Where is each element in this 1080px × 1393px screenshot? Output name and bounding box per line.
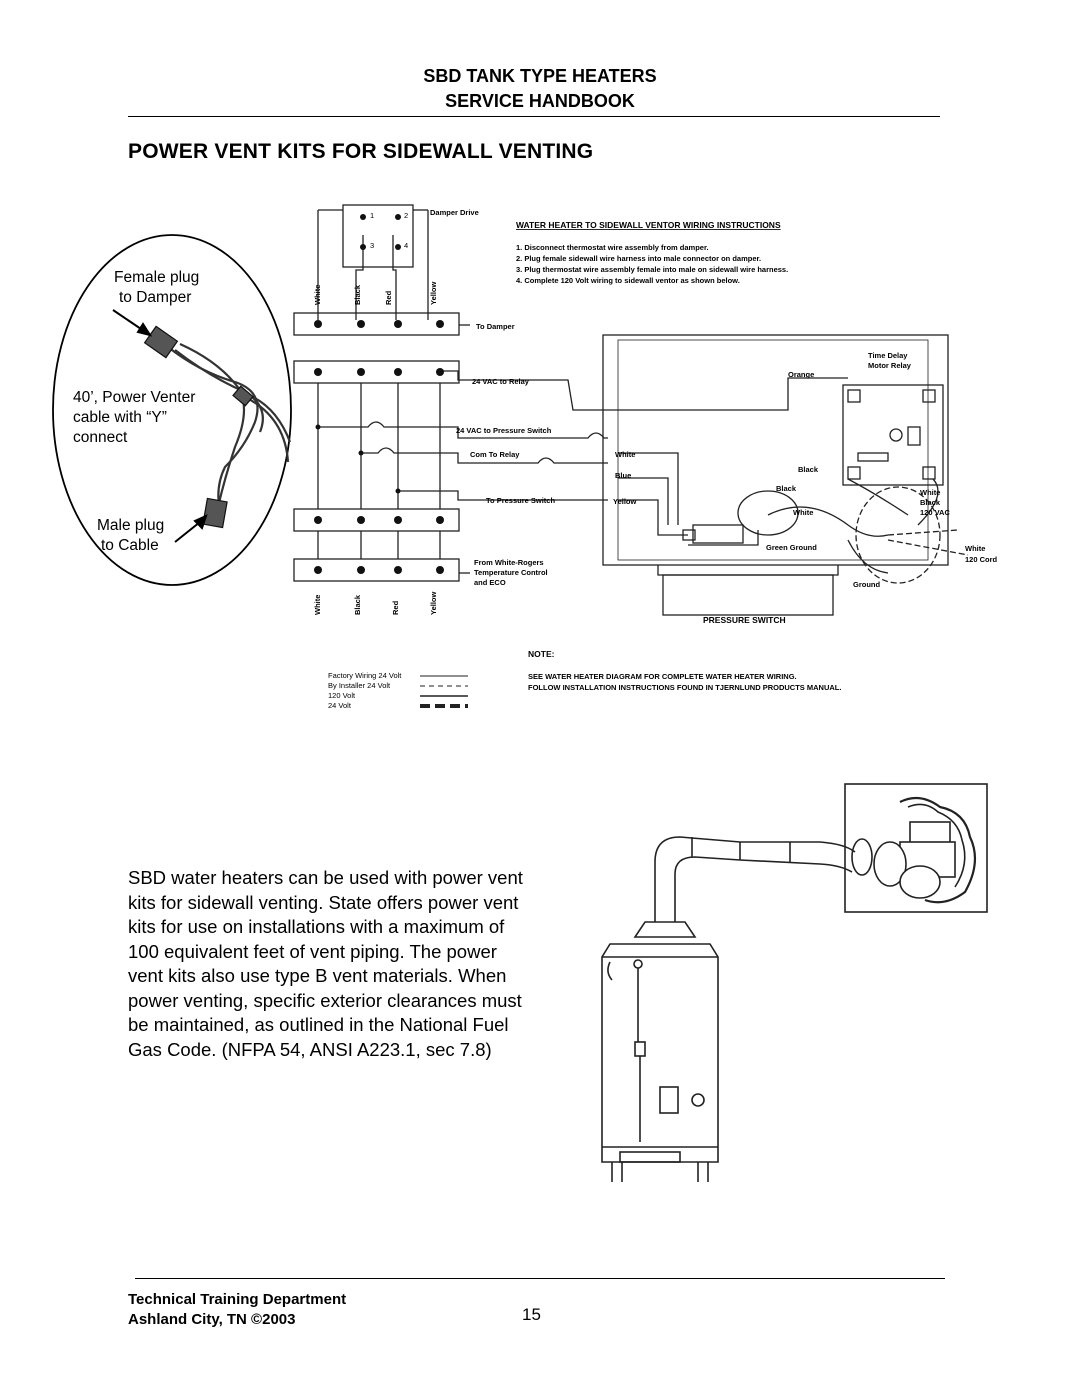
- legend-24v: 24 Volt: [328, 701, 352, 710]
- body-line: be maintained, as outlined in the Nation…: [128, 1014, 509, 1035]
- note-line-1: SEE WATER HEATER DIAGRAM FOR COMPLETE WA…: [528, 672, 797, 681]
- damper-drive-label: Damper Drive: [430, 208, 479, 217]
- body-line: SBD water heaters can be used with power…: [128, 867, 523, 888]
- body-paragraph: SBD water heaters can be used with power…: [128, 866, 578, 1062]
- pressure-switch-label: PRESSURE SWITCH: [703, 615, 786, 625]
- footer-department: Technical Training Department: [128, 1291, 347, 1308]
- from-wr-label-1: From White-Rogers: [474, 558, 544, 567]
- arrow-to-male-plug: [174, 521, 201, 543]
- com-relay-label: Com To Relay: [470, 450, 520, 459]
- black-wire-label-2: Black: [776, 484, 797, 493]
- wiring-diagram: 1 2 3 4 Damper Drive WATER HEATER TO SID…: [293, 204, 998, 710]
- white-black-label-2: Black: [920, 498, 941, 507]
- terminal-4-label: 4: [404, 241, 408, 250]
- body-line: power venting, specific exterior clearan…: [128, 989, 522, 1011]
- cable-label-1: 40’, Power Venter: [73, 389, 196, 406]
- from-wr-label-3: and ECO: [474, 578, 506, 587]
- white-black-label-1: White: [920, 488, 940, 497]
- doc-header-line1: SBD TANK TYPE HEATERS: [423, 66, 657, 86]
- vac-pressure-label: 24 VAC to Pressure Switch: [456, 426, 552, 435]
- legend-factory-24v: Factory Wiring 24 Volt: [328, 671, 402, 680]
- yellow-wire-label: Yellow: [613, 497, 637, 506]
- white-cord-label-2: 120 Cord: [965, 555, 998, 564]
- ground-label: Ground: [853, 580, 880, 589]
- to-pressure-label: To Pressure Switch: [486, 496, 555, 505]
- terminal-3-label: 3: [370, 241, 374, 250]
- instruction-step-1: 1. Disconnect thermostat wire assembly f…: [516, 243, 709, 252]
- blue-wire-label: Blue: [615, 471, 631, 480]
- damper-drive-box: [342, 204, 414, 268]
- terminal-2-label: 2: [404, 211, 408, 220]
- footer-rule: [135, 1278, 945, 1279]
- body-line: kits for use on installations with a max…: [128, 916, 505, 937]
- instruction-step-3: 3. Plug thermostat wire assembly female …: [516, 265, 788, 274]
- instruction-step-2: 2. Plug female sidewall wire harness int…: [516, 254, 761, 263]
- note-label: NOTE:: [528, 649, 555, 659]
- from-wr-label-2: Temperature Control: [474, 568, 548, 577]
- arrow-to-female-plug: [112, 309, 145, 332]
- orange-wire-label: Orange: [788, 370, 814, 379]
- to-damper-label: To Damper: [476, 322, 515, 331]
- body-line: Gas Code. (NFPA 54, ANSI A223.1, sec 7.8…: [128, 1038, 492, 1060]
- white-wire-label: White: [615, 450, 635, 459]
- terminal-1-label: 1: [370, 211, 374, 220]
- wire-label-yellow: Yellow: [429, 281, 438, 305]
- black-wire-label: Black: [798, 465, 819, 474]
- doc-header-line2: SERVICE HANDBOOK: [445, 91, 635, 111]
- wire-label-white: White: [313, 285, 322, 305]
- white-cord-label-1: White: [965, 544, 985, 553]
- instruction-step-4: 4. Complete 120 Volt wiring to sidewall …: [516, 276, 740, 285]
- page-title: POWER VENT KITS FOR SIDEWALL VENTING: [128, 140, 594, 163]
- vac120-label: 120 VAC: [920, 508, 950, 517]
- connector-strip-4: [293, 558, 460, 582]
- white-wire-label-2: White: [793, 508, 813, 517]
- header-rule: [128, 116, 940, 117]
- green-ground-label: Green Ground: [766, 543, 817, 552]
- female-plug-label-2: to Damper: [119, 289, 192, 306]
- cable-callout-ellipse: [52, 234, 292, 586]
- time-delay-label-1: Time Delay: [868, 351, 908, 360]
- female-plug-label-1: Female plug: [114, 269, 200, 286]
- body-line: 100 equivalent feet of vent piping. The …: [128, 940, 497, 962]
- connector-strip-2: [293, 360, 460, 384]
- wire-label-black-bottom: Black: [353, 594, 362, 615]
- cable-label-2: cable with “Y”: [73, 409, 167, 426]
- note-line-2: FOLLOW INSTALLATION INSTRUCTIONS FOUND I…: [528, 683, 841, 692]
- page-number: 15: [522, 1305, 541, 1324]
- instructions-title: WATER HEATER TO SIDEWALL VENTOR WIRING I…: [516, 220, 781, 230]
- body-line: kits for sidewall venting. State offers …: [128, 891, 519, 913]
- legend-installer-24v: By Installer 24 Volt: [328, 681, 391, 690]
- connector-strip-3: [293, 508, 460, 532]
- wire-label-red: Red: [384, 290, 393, 305]
- male-plug-label-2: to Cable: [101, 537, 159, 554]
- time-delay-label-2: Motor Relay: [868, 361, 912, 370]
- male-plug-label-1: Male plug: [97, 517, 165, 534]
- vac-relay-label: 24 VAC to Relay: [472, 377, 530, 386]
- footer-location: Ashland City, TN ©2003: [128, 1311, 296, 1328]
- wire-label-white-bottom: White: [313, 595, 322, 615]
- male-plug-icon: [202, 497, 228, 529]
- wire-label-yellow-bottom: Yellow: [429, 591, 438, 615]
- female-plug-icon: [143, 325, 179, 359]
- vent-detail-inset: [844, 783, 988, 913]
- connector-strip-1: [293, 312, 460, 336]
- wire-label-black: Black: [353, 284, 362, 305]
- legend-120v: 120 Volt: [328, 691, 356, 700]
- wire-label-red-bottom: Red: [391, 600, 400, 615]
- water-heater-illustration: [601, 783, 988, 1182]
- body-line: vent kits also use type B vent materials…: [128, 965, 507, 986]
- cable-label-3: connect: [73, 429, 128, 446]
